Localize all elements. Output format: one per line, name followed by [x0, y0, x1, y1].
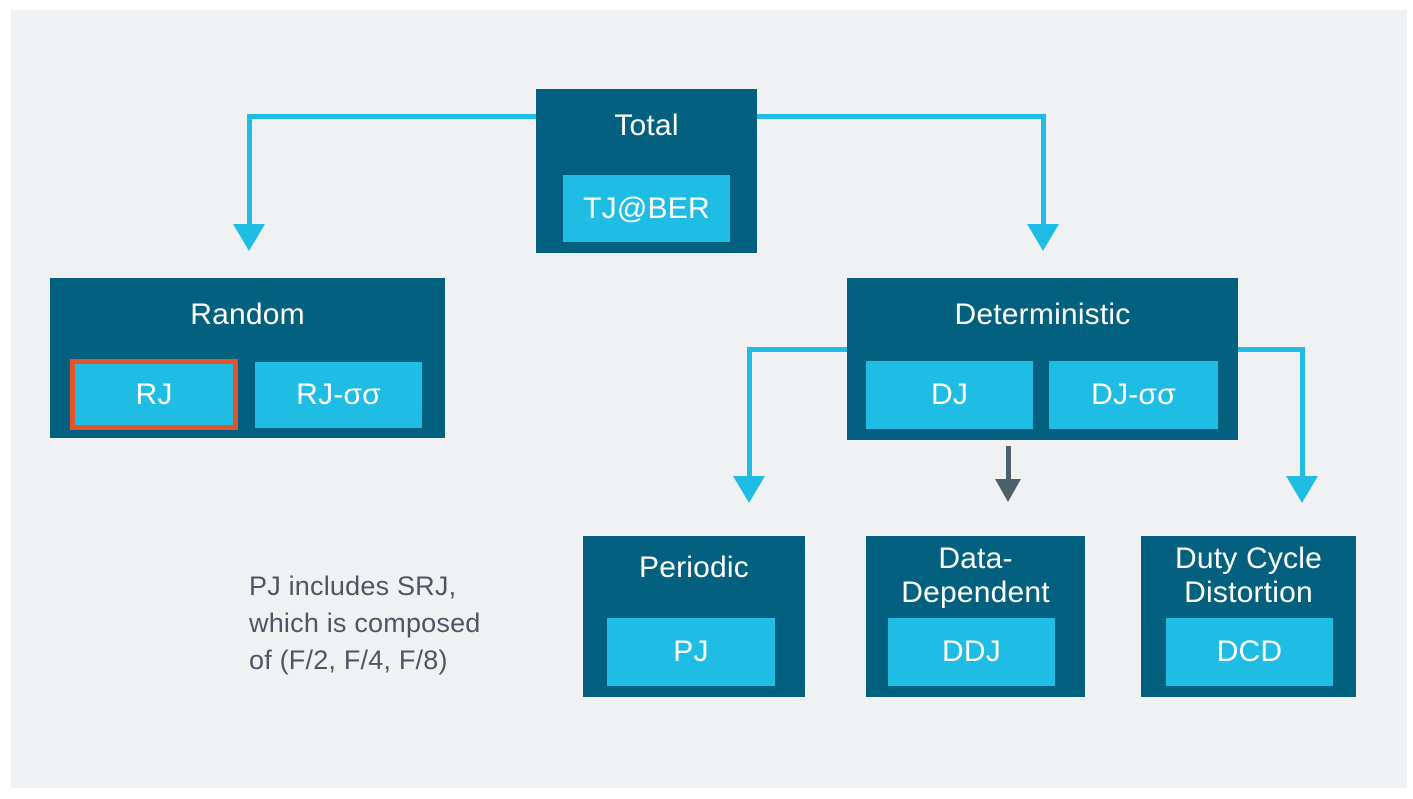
chip-ddj: DDJ: [888, 618, 1055, 686]
chip-tjber: TJ@BER: [563, 175, 730, 242]
arrow-down-icon: [1027, 224, 1059, 251]
chip-pj: PJ: [607, 618, 775, 686]
node-total: Total TJ@BER: [536, 89, 757, 253]
arrow-total-random-hline: [247, 114, 536, 119]
node-deterministic: Deterministic DJ DJ-σσ: [847, 278, 1238, 440]
node-deterministic-title: Deterministic: [954, 298, 1131, 331]
node-data-dependent-title: Data- Dependent: [901, 542, 1050, 609]
arrow-total-deterministic-vline: [1041, 114, 1046, 224]
node-duty-cycle-distortion: Duty Cycle Distortion DCD: [1141, 536, 1356, 697]
arrow-total-deterministic-hline: [757, 114, 1046, 119]
node-random: Random RJ RJ-σσ: [50, 278, 445, 438]
arrow-deterministic-ddj-vline: [1006, 446, 1011, 479]
arrow-down-icon: [233, 224, 265, 251]
node-data-dependent: Data- Dependent DDJ: [866, 536, 1085, 697]
arrow-down-icon: [733, 476, 765, 503]
pj-note-text: PJ includes SRJ, which is composed of (F…: [249, 571, 481, 675]
arrow-deterministic-dcd-vline: [1300, 347, 1305, 476]
node-periodic-title: Periodic: [639, 551, 749, 584]
chip-dcd: DCD: [1166, 618, 1333, 686]
node-periodic: Periodic PJ: [583, 536, 805, 697]
arrow-deterministic-dcd-hline: [1238, 347, 1305, 352]
node-duty-cycle-title: Duty Cycle Distortion: [1174, 542, 1323, 609]
chip-rj: RJ: [70, 359, 238, 430]
arrow-deterministic-periodic-vline: [747, 347, 752, 476]
arrow-deterministic-periodic-hline: [747, 347, 847, 352]
arrow-total-random-vline: [247, 114, 252, 224]
chip-dj-sigma: DJ-σσ: [1049, 361, 1218, 429]
arrow-down-icon: [1286, 476, 1318, 503]
chip-dj: DJ: [866, 361, 1033, 429]
node-total-title: Total: [614, 109, 679, 142]
chip-rj-sigma: RJ-σσ: [255, 362, 422, 428]
node-random-title: Random: [190, 298, 305, 331]
arrow-down-icon: [995, 479, 1021, 502]
